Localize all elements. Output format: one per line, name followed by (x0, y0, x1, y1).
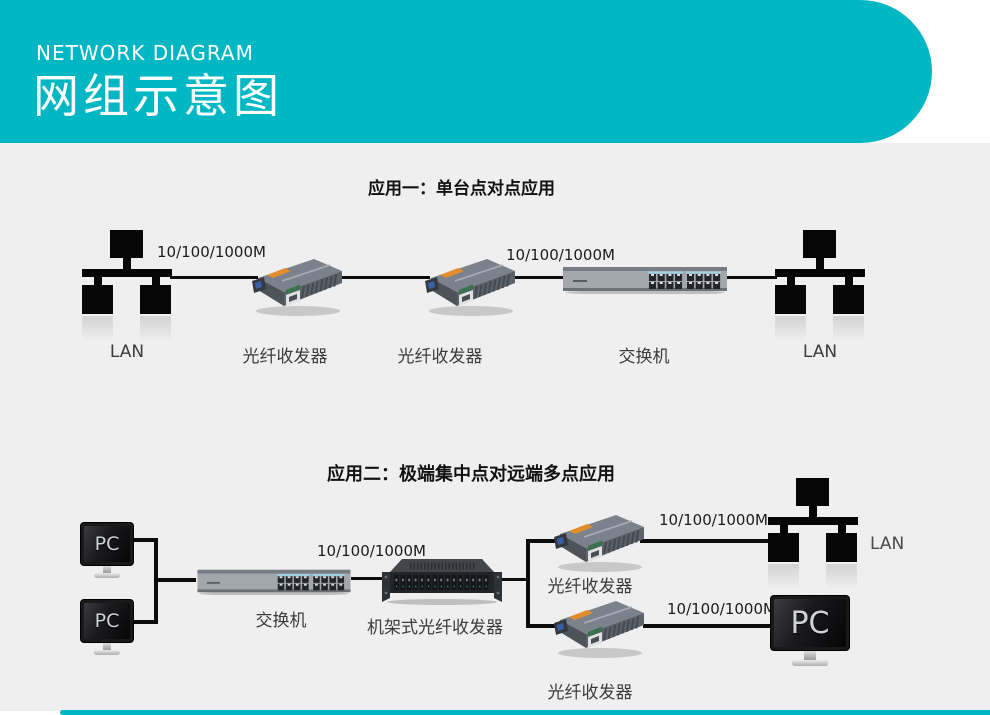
connection-line (528, 539, 556, 543)
device-label: 机架式光纤收发器 (367, 618, 503, 638)
speed-label: 10/100/1000M (506, 246, 615, 264)
connection-line (134, 620, 158, 624)
pc-monitor-icon: PC (80, 522, 134, 578)
media-converter-icon (553, 600, 645, 659)
header-subtitle: NETWORK DIAGRAM (36, 41, 254, 65)
ethernet-switch-icon (195, 567, 353, 595)
app1-lan-right-icon (775, 230, 865, 346)
device-label: 交换机 (255, 611, 307, 631)
speed-label: 10/100/1000M (317, 542, 426, 560)
device-label: LAN (109, 342, 145, 362)
connection-line (154, 578, 196, 582)
device-label: 光纤收发器 (397, 347, 483, 367)
app1-title: 应用一：单台点对点应用 (368, 179, 555, 199)
device-label: 光纤收发器 (547, 683, 633, 703)
app2-title: 应用二：极端集中点对远端多点应用 (327, 464, 615, 485)
speed-label: 10/100/1000M (667, 600, 776, 618)
connection-line (725, 276, 777, 279)
connection-line (351, 577, 387, 580)
page-title: 网组示意图 (33, 69, 283, 123)
device-label: 光纤收发器 (242, 347, 328, 367)
connection-line (498, 578, 530, 581)
pc-screen-text: PC (774, 599, 846, 647)
media-converter-icon (251, 258, 343, 317)
device-label: LAN (802, 342, 838, 362)
connection-line (338, 276, 430, 279)
connection-line (510, 276, 566, 279)
rack-converter-icon (382, 553, 502, 607)
header-banner: NETWORK DIAGRAM 网组示意图 (0, 0, 932, 143)
footer-accent-bar (60, 710, 990, 715)
connection-line (643, 624, 773, 628)
app2-lan-icon (768, 478, 858, 594)
speed-label: 10/100/1000M (659, 511, 768, 529)
connection-line (170, 276, 258, 279)
connection-line (526, 539, 530, 628)
device-label: LAN (870, 534, 905, 554)
media-converter-icon (424, 258, 516, 317)
pc-screen-text: PC (84, 526, 130, 562)
speed-label: 10/100/1000M (157, 243, 266, 261)
connection-line (134, 538, 158, 542)
ethernet-switch-icon (563, 264, 727, 294)
pc-monitor-icon: PC (80, 599, 134, 655)
pc-screen-text: PC (84, 603, 130, 639)
app1-lan-left-icon (82, 230, 172, 346)
device-label: 光纤收发器 (547, 577, 633, 597)
connection-line (528, 624, 556, 628)
connection-line (640, 539, 770, 543)
pc-monitor-icon: PC (770, 595, 850, 666)
media-converter-icon (553, 514, 645, 573)
device-label: 交换机 (618, 347, 670, 367)
